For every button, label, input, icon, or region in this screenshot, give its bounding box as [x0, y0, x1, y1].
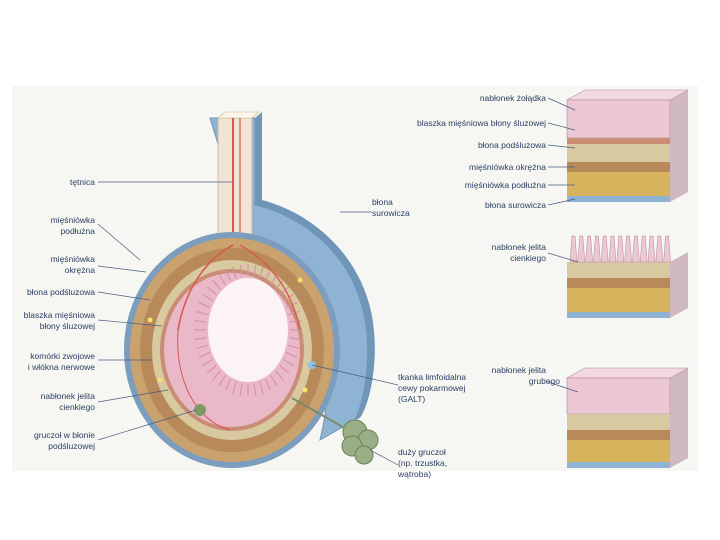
villus — [253, 264, 257, 277]
villus — [239, 264, 243, 277]
villus — [283, 358, 294, 367]
villus — [288, 310, 300, 316]
villus — [218, 375, 226, 386]
small-intestine-villus — [616, 235, 625, 263]
villus — [279, 364, 290, 374]
leader-lines — [97, 97, 579, 466]
label-blona-podsluzowa: błona podśluzowa — [27, 287, 95, 297]
large-intestine-block — [565, 367, 690, 468]
villus — [275, 370, 284, 381]
small-intestine-villus — [577, 235, 586, 263]
villus — [289, 320, 302, 323]
villus — [259, 266, 264, 279]
villus — [212, 370, 221, 381]
villus — [232, 266, 237, 279]
small-intestine-villus — [600, 235, 609, 263]
small-intestine-villus — [608, 235, 617, 263]
villus — [198, 302, 211, 309]
villus — [285, 351, 298, 358]
villus — [259, 381, 264, 394]
label-tetnica: tętnica — [70, 177, 95, 187]
villus — [232, 381, 237, 394]
villus — [212, 279, 221, 290]
label-blona-podsluzowa-right: błona podśluzowa — [478, 140, 546, 150]
small-intestine-villus — [632, 235, 640, 263]
mesentery — [217, 111, 260, 245]
large-gland — [291, 397, 379, 465]
villus — [196, 310, 208, 316]
label-duzy-gruczol: duży gruczoł(np. trzustka,wątroba) — [397, 447, 447, 479]
villus — [275, 279, 284, 290]
label-blaszka-miesniowa-right: blaszka mięśniowa błony śluzowej — [417, 118, 546, 128]
villus — [202, 358, 213, 367]
villus — [270, 375, 278, 386]
small-intestine-block — [567, 235, 688, 318]
villus — [285, 302, 298, 309]
villus — [239, 383, 243, 396]
label-blona-surowicza-right: błona surowicza — [485, 200, 546, 210]
villus — [264, 269, 271, 282]
villus — [253, 383, 257, 396]
villus — [283, 293, 294, 302]
villus — [225, 269, 232, 282]
villus — [288, 344, 300, 350]
small-intestine-villus — [663, 235, 671, 263]
villus — [202, 293, 213, 302]
small-intestine-villus — [647, 235, 656, 263]
villus — [289, 337, 302, 340]
villus — [279, 286, 290, 296]
villus — [194, 320, 207, 323]
intestine-cross-section — [124, 232, 340, 468]
small-intestine-villus — [624, 235, 632, 263]
villi — [194, 264, 302, 396]
villus — [198, 351, 211, 358]
villus — [194, 337, 207, 340]
villus — [206, 286, 217, 296]
small-intestine-villus — [593, 235, 601, 263]
small-intestine-villus — [585, 235, 593, 263]
labels-right: nabłonek żołądka blaszka mięśniowa błony… — [417, 93, 560, 386]
label-nablonek-zoladka: nabłonek żołądka — [480, 93, 546, 103]
villus — [196, 344, 208, 350]
villus — [225, 378, 232, 391]
villus — [264, 378, 271, 391]
small-intestine-villus — [655, 235, 664, 263]
villus — [206, 364, 217, 374]
label-miesniowka-podluzna-right: mięśniówka podłużna — [465, 180, 547, 190]
villus — [218, 274, 226, 285]
label-miesniowka-okrezna-right: mięśniówka okrężna — [469, 162, 546, 172]
small-intestine-villus — [639, 235, 648, 263]
small-intestine-villus — [569, 235, 578, 263]
stomach-block — [565, 89, 690, 202]
